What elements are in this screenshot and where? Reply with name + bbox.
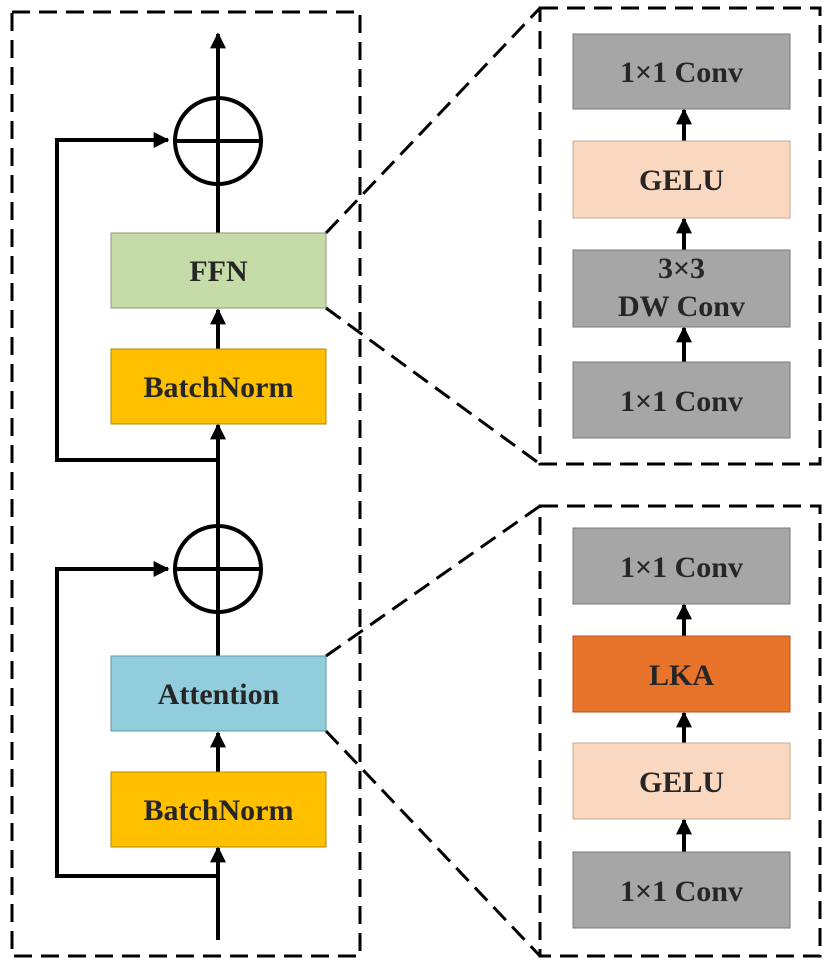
- skip-connection-bottom: [55, 561, 218, 878]
- ffn-zoom-line-top: [324, 6, 542, 235]
- ffn-detail-frame: [538, 6, 822, 466]
- att-conv-top-label: 1×1 Conv: [620, 551, 743, 584]
- attention-label: Attention: [158, 678, 280, 711]
- ffn-gelu-block: GELU: [572, 140, 791, 219]
- ffn-label: FFN: [189, 255, 248, 288]
- attention-zoom-line-top: [325, 504, 541, 658]
- ffn-conv-bottom-label: 1×1 Conv: [620, 385, 743, 418]
- ffn-zoom-line-bottom: [325, 306, 541, 466]
- add-node-top: [173, 96, 263, 186]
- batchnorm-block-bottom: BatchNorm: [110, 771, 327, 848]
- lka-block: LKA: [572, 635, 791, 713]
- ffn-gelu-label: GELU: [639, 164, 724, 197]
- ffn-conv-top-label: 1×1 Conv: [620, 56, 743, 89]
- skip-connection-top: [55, 132, 218, 462]
- batchnorm-block-top: BatchNorm: [110, 348, 327, 425]
- ffn-dwconv-block: 3×3 DW Conv: [572, 249, 791, 328]
- batchnorm-top-label: BatchNorm: [144, 371, 294, 404]
- attention-block: Attention: [110, 655, 327, 732]
- ffn-block: FFN: [110, 232, 327, 309]
- attention-detail-frame: [538, 504, 822, 958]
- batchnorm-bottom-label: BatchNorm: [144, 794, 294, 827]
- ffn-conv-bottom-block: 1×1 Conv: [572, 361, 791, 439]
- main-block-frame: [10, 10, 362, 958]
- attention-zoom-line-bottom: [324, 729, 542, 958]
- att-conv-bottom-block: 1×1 Conv: [572, 851, 791, 929]
- lka-label: LKA: [649, 659, 714, 692]
- att-conv-bottom-label: 1×1 Conv: [620, 875, 743, 908]
- att-conv-top-block: 1×1 Conv: [572, 527, 791, 605]
- att-gelu-block: GELU: [572, 742, 791, 820]
- add-node-bottom: [173, 524, 263, 614]
- ffn-conv-top-block: 1×1 Conv: [572, 33, 791, 110]
- ffn-dwconv-line1-label: 3×3: [658, 252, 705, 285]
- att-gelu-label: GELU: [639, 766, 724, 799]
- ffn-dwconv-line2-label: DW Conv: [618, 290, 745, 323]
